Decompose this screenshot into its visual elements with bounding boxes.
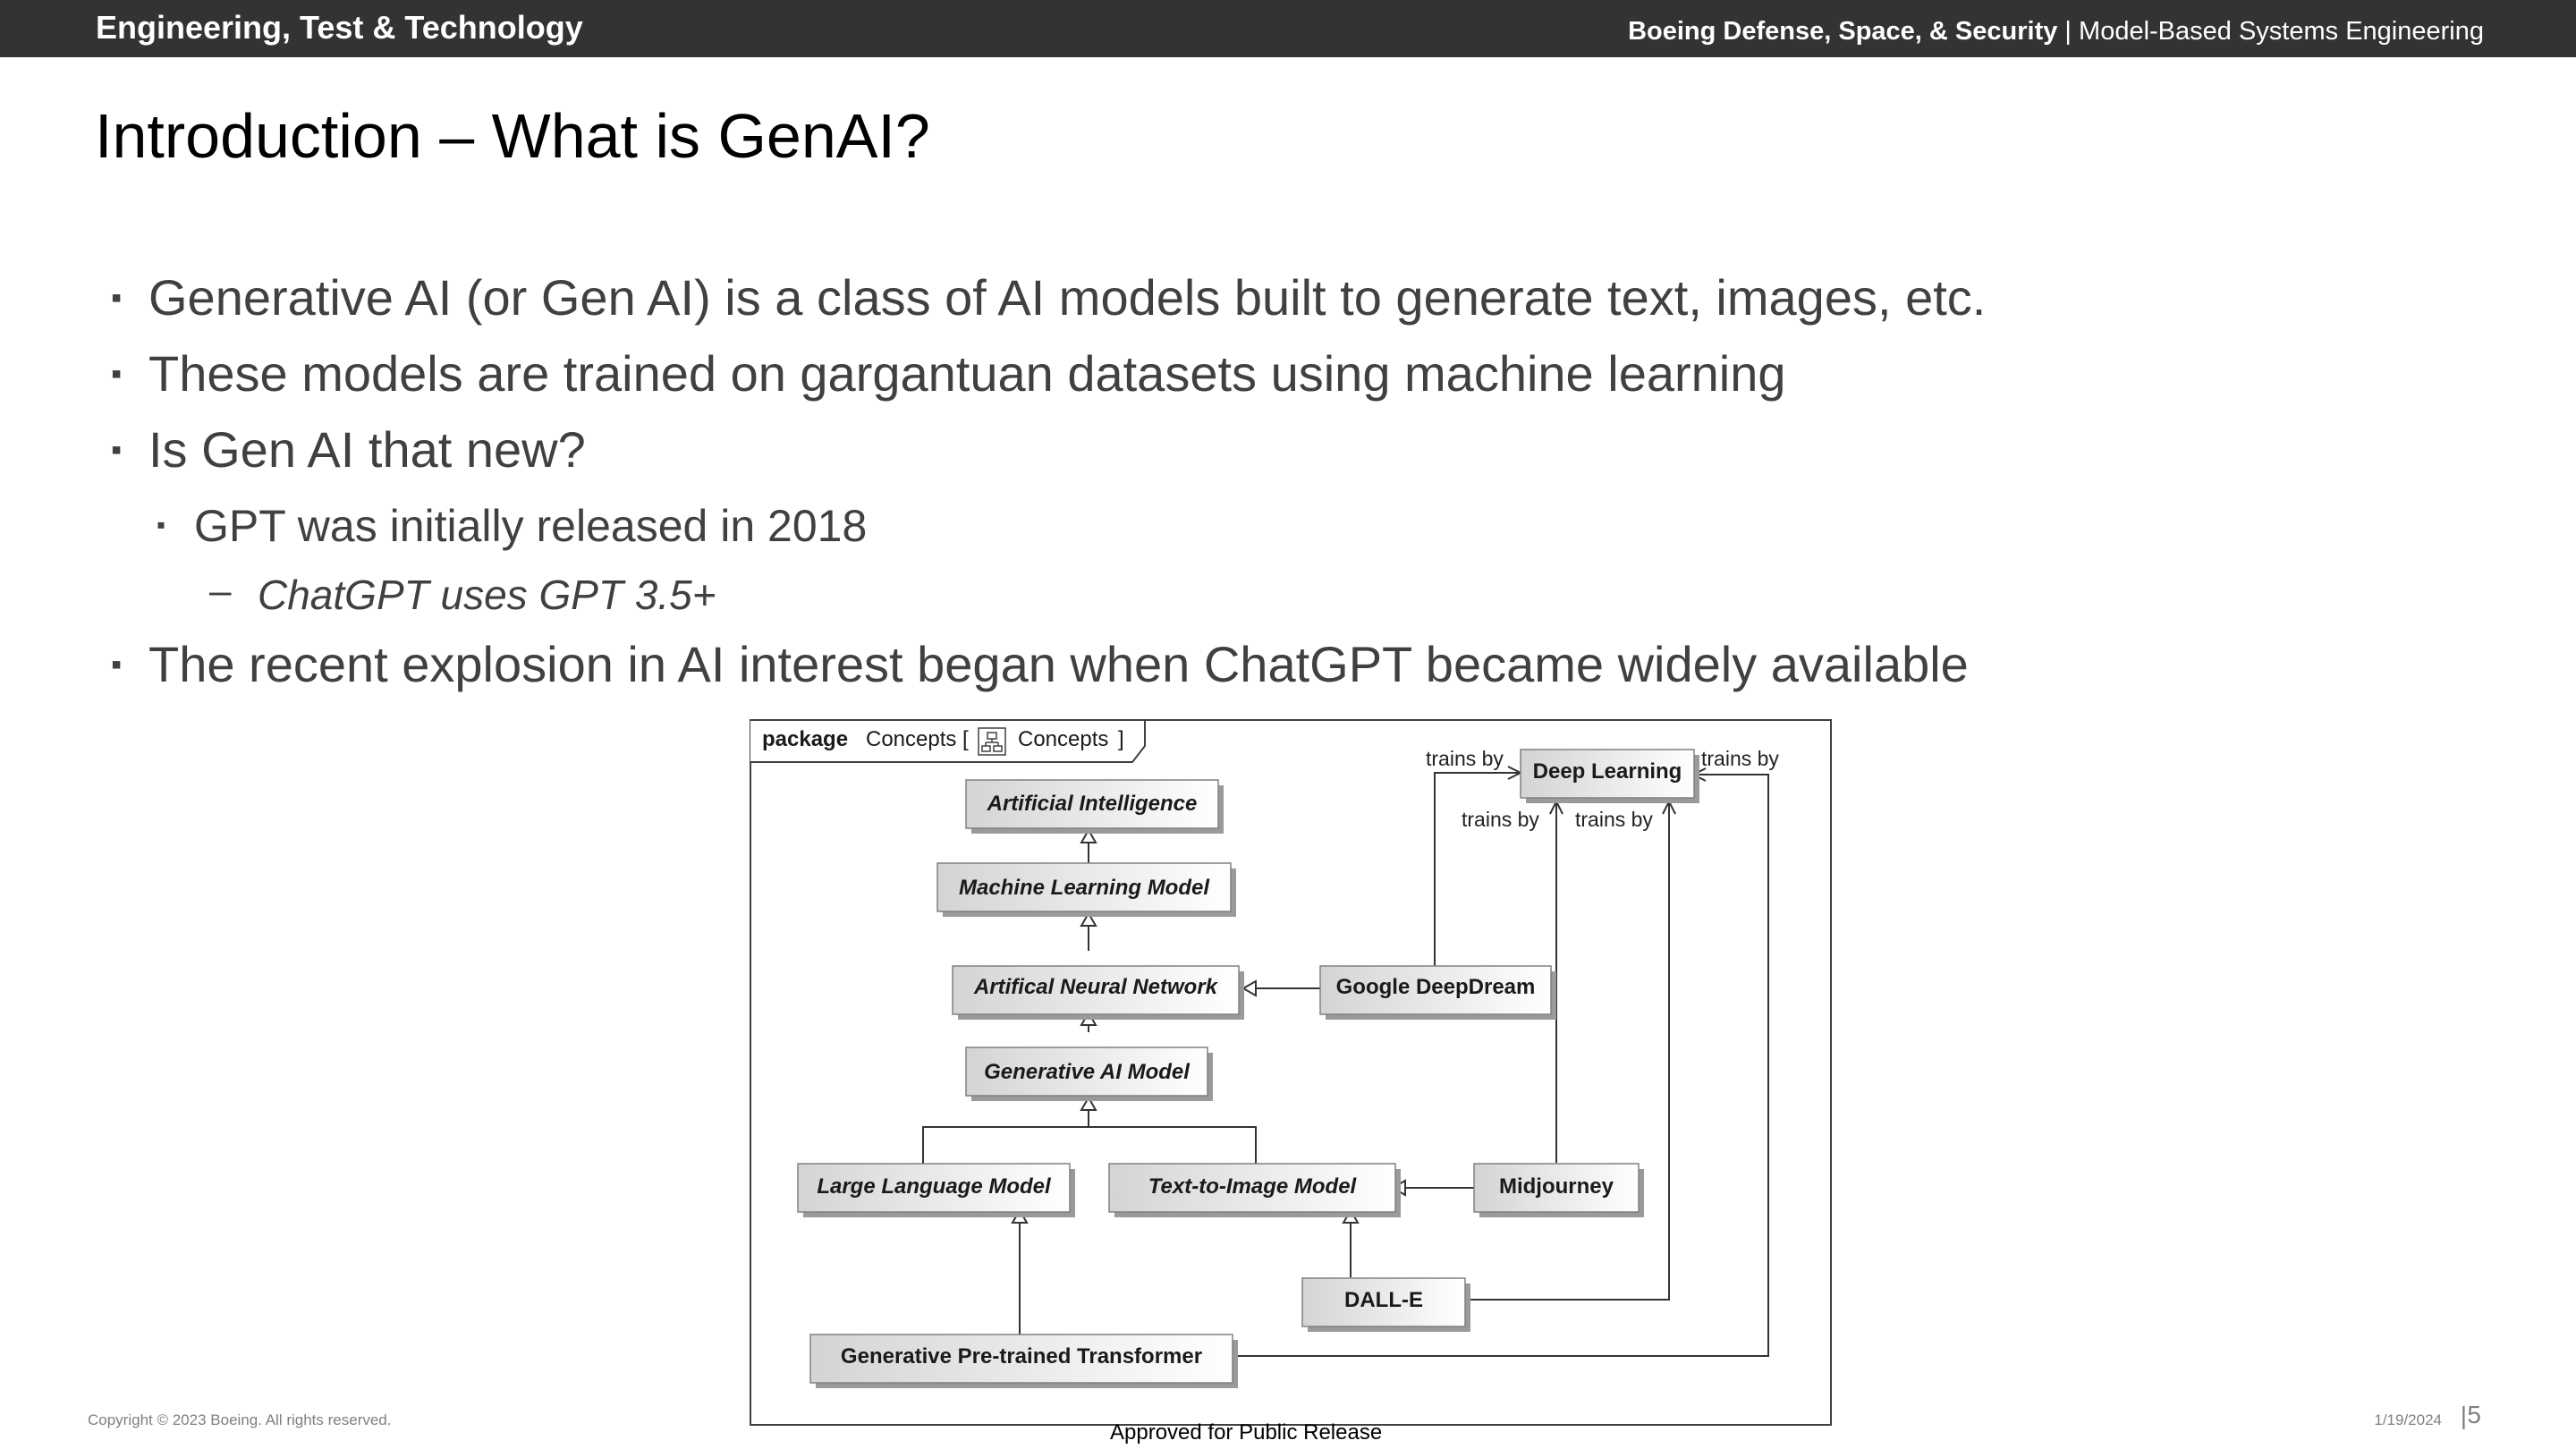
package-frame-tab <box>750 719 1146 763</box>
dash-marker: – <box>209 569 232 613</box>
sub-bullet-text: GPT was initially released in 2018 <box>194 501 868 551</box>
bullet-marker: ▪ <box>111 433 123 467</box>
bullet-text: The recent explosion in AI interest bega… <box>148 636 1969 692</box>
node-label: Generative Pre-trained Transformer <box>841 1344 1202 1368</box>
node-label: Google DeepDream <box>1336 975 1536 999</box>
node-label: Text-to-Image Model <box>1148 1174 1358 1199</box>
dash-bullet-text: ChatGPT uses GPT 3.5+ <box>258 572 716 618</box>
node-generative-pre-trained-transformer: Generative Pre-trained Transformer <box>809 1334 1238 1388</box>
node-label: Midjourney <box>1499 1174 1614 1199</box>
node-label: Artifical Neural Network <box>973 975 1219 999</box>
page-number: 5 <box>2467 1401 2481 1428</box>
bullet-marker: ▪ <box>111 648 123 682</box>
node-artificial-intelligence: Artificial Intelligence <box>965 779 1224 834</box>
node-generative-ai-model: Generative AI Model <box>965 1046 1213 1101</box>
node-deep-learning: Deep Learning <box>1520 749 1699 803</box>
header-group-title: Engineering, Test & Technology <box>96 9 583 46</box>
package-ref-close: ] <box>1118 727 1124 751</box>
header-program: Model-Based Systems Engineering <box>2079 17 2484 46</box>
node-label: Deep Learning <box>1533 759 1682 784</box>
package-ref-name: Concepts <box>1018 727 1108 751</box>
node-google-deepdream: Google DeepDream <box>1319 965 1556 1020</box>
slide-title: Introduction – What is GenAI? <box>95 101 930 171</box>
trains-by-label-3: trains by <box>1575 808 1653 831</box>
bullet-marker: ▪ <box>111 357 123 391</box>
header-bar: Engineering, Test & Technology Boeing De… <box>0 0 2576 57</box>
header-separator: | <box>2064 17 2072 46</box>
slide-date: 1/19/2024 <box>2374 1411 2442 1428</box>
node-midjourney: Midjourney <box>1473 1163 1644 1217</box>
sub-bullet-marker: ▪ <box>157 511 165 538</box>
header-org-program: Boeing Defense, Space, & Security | Mode… <box>1628 17 2484 47</box>
copyright-notice: Copyright © 2023 Boeing. All rights rese… <box>88 1411 392 1428</box>
bullet-text: Generative AI (or Gen AI) is a class of … <box>148 269 1987 326</box>
diagram-icon <box>978 727 1006 756</box>
node-text-to-image-model: Text-to-Image Model <box>1108 1163 1401 1217</box>
node-label: Large Language Model <box>817 1174 1052 1199</box>
node-label: Artificial Intelligence <box>987 792 1198 816</box>
node-label: Generative AI Model <box>984 1060 1191 1084</box>
node-large-language-model: Large Language Model <box>797 1163 1075 1217</box>
trains-by-label-1: trains by <box>1426 747 1504 770</box>
package-ref-open: [ <box>962 727 969 751</box>
bullet-marker: ▪ <box>111 281 123 315</box>
node-label: DALL-E <box>1344 1288 1423 1312</box>
header-org: Boeing Defense, Space, & Security <box>1628 17 2058 46</box>
node-artifical-neural-network: Artifical Neural Network <box>952 965 1244 1020</box>
bullet-text: These models are trained on gargantuan d… <box>148 345 1786 402</box>
approval-notice: Approved for Public Release <box>1110 1420 1383 1445</box>
bullet-text: Is Gen AI that new? <box>148 421 586 478</box>
package-keyword: package <box>762 727 848 751</box>
node-machine-learning-model: Machine Learning Model <box>936 862 1236 917</box>
concepts-package-diagram: package Concepts [ Concepts ] <box>750 719 1832 1426</box>
node-dall-e: DALL-E <box>1301 1277 1470 1332</box>
page-separator: | <box>2460 1402 2467 1429</box>
trains-by-label-4: trains by <box>1701 747 1779 770</box>
node-label: Machine Learning Model <box>959 876 1210 900</box>
trains-by-label-2: trains by <box>1462 808 1539 831</box>
package-name: Concepts <box>866 727 956 751</box>
package-frame <box>750 719 1832 1426</box>
